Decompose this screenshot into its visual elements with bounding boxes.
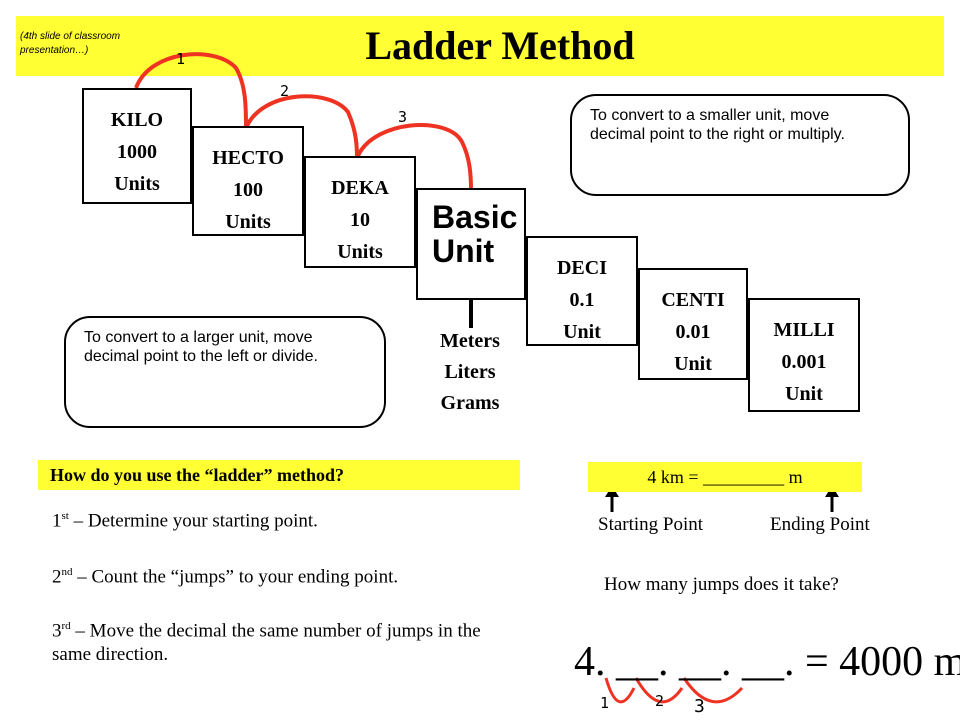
jump-arc-3 — [355, 123, 473, 191]
step-text: – Determine your starting point. — [68, 510, 318, 532]
step-ordinal-suffix: rd — [61, 620, 71, 632]
step-ordinal: 1 — [52, 510, 62, 532]
basic-line-1: Basic — [432, 199, 518, 235]
step-prefix: KILO — [110, 109, 164, 131]
title-bar — [16, 16, 944, 76]
basic-unit-meters: Meters — [440, 330, 500, 352]
step-value: 100 — [233, 179, 263, 201]
how-step-1: 1st – Determine your starting point. — [52, 504, 502, 533]
step-ordinal-suffix: st — [61, 510, 69, 522]
callout-convert-smaller: To convert to a smaller unit, move decim… — [570, 94, 910, 196]
step-prefix: DECI — [556, 257, 607, 279]
step-value: 10 — [350, 209, 370, 231]
step-prefix: CENTI — [661, 289, 725, 311]
step-unit: Unit — [785, 383, 823, 405]
answer-line: 4. __. __. __. = 4000 m — [574, 639, 960, 685]
jump-arc-1 — [134, 52, 248, 129]
step-ordinal-suffix: nd — [61, 566, 73, 578]
callout-convert-larger: To convert to a larger unit, move decima… — [64, 316, 386, 428]
step-value: 0.01 — [675, 321, 711, 343]
step-ordinal: 2 — [52, 566, 62, 588]
basic-line-2: Unit — [432, 233, 495, 269]
ladder-step-milli: MILLI 0.001 Unit — [748, 298, 860, 412]
ladder-step-centi: CENTI 0.01 Unit — [638, 268, 748, 380]
ladder-step-deci: DECI 0.1 Unit — [526, 236, 638, 346]
answer-jump-2 — [634, 677, 684, 704]
step-unit: Units — [225, 211, 271, 233]
how-heading: How do you use the “ladder” method? — [38, 460, 520, 490]
jump-number-2: 2 — [280, 82, 290, 100]
jump-arc-2 — [244, 94, 359, 159]
example-problem: 4 km = _________ m — [588, 462, 862, 492]
ladder-step-kilo: KILO 1000 Units — [82, 88, 192, 204]
basic-unit-grams: Grams — [440, 392, 500, 414]
presentation-note: (4th slide of classroom presentation…) — [20, 31, 121, 56]
step-unit: Units — [337, 241, 383, 263]
step-unit: Units — [114, 173, 160, 195]
ladder-step-hecto: HECTO 100 Units — [192, 126, 304, 236]
step-prefix: HECTO — [212, 147, 284, 169]
starting-point-label: Starting Point — [598, 514, 704, 535]
step-unit: Unit — [563, 321, 601, 343]
step-prefix: MILLI — [773, 319, 835, 341]
how-step-3: 3rd – Move the decimal the same number o… — [52, 614, 502, 667]
jump-number-3: 3 — [398, 108, 408, 126]
basic-unit-liters: Liters — [444, 361, 496, 383]
step-text: – Count the “jumps” to your ending point… — [72, 566, 399, 588]
jump-question: How many jumps does it take? — [604, 574, 839, 595]
answer-jump-1 — [604, 677, 636, 704]
jump-number-1: 1 — [176, 50, 186, 68]
step-text: – Move the decimal the same number of ju… — [52, 620, 481, 666]
ending-point-label: Ending Point — [770, 514, 870, 535]
step-value: 0.001 — [781, 351, 827, 373]
step-unit: Unit — [674, 353, 712, 375]
how-step-2: 2nd – Count the “jumps” to your ending p… — [52, 560, 512, 589]
answer-jump-number-2: 2 — [655, 692, 665, 710]
page-title: Ladder Method — [365, 23, 635, 68]
step-value: 0.1 — [569, 289, 595, 311]
ladder-step-deka: DEKA 10 Units — [304, 156, 416, 268]
answer-jump-3 — [682, 677, 744, 704]
answer-jump-number-1: 1 — [600, 694, 610, 712]
step-ordinal: 3 — [52, 620, 62, 642]
ladder-step-basic-unit: Basic Unit — [416, 188, 526, 300]
answer-jump-number-3: 3 — [694, 696, 705, 717]
basic-units-list: Meters Liters Grams — [400, 326, 540, 419]
step-value: 1000 — [117, 141, 157, 163]
step-prefix: DEKA — [331, 177, 389, 199]
